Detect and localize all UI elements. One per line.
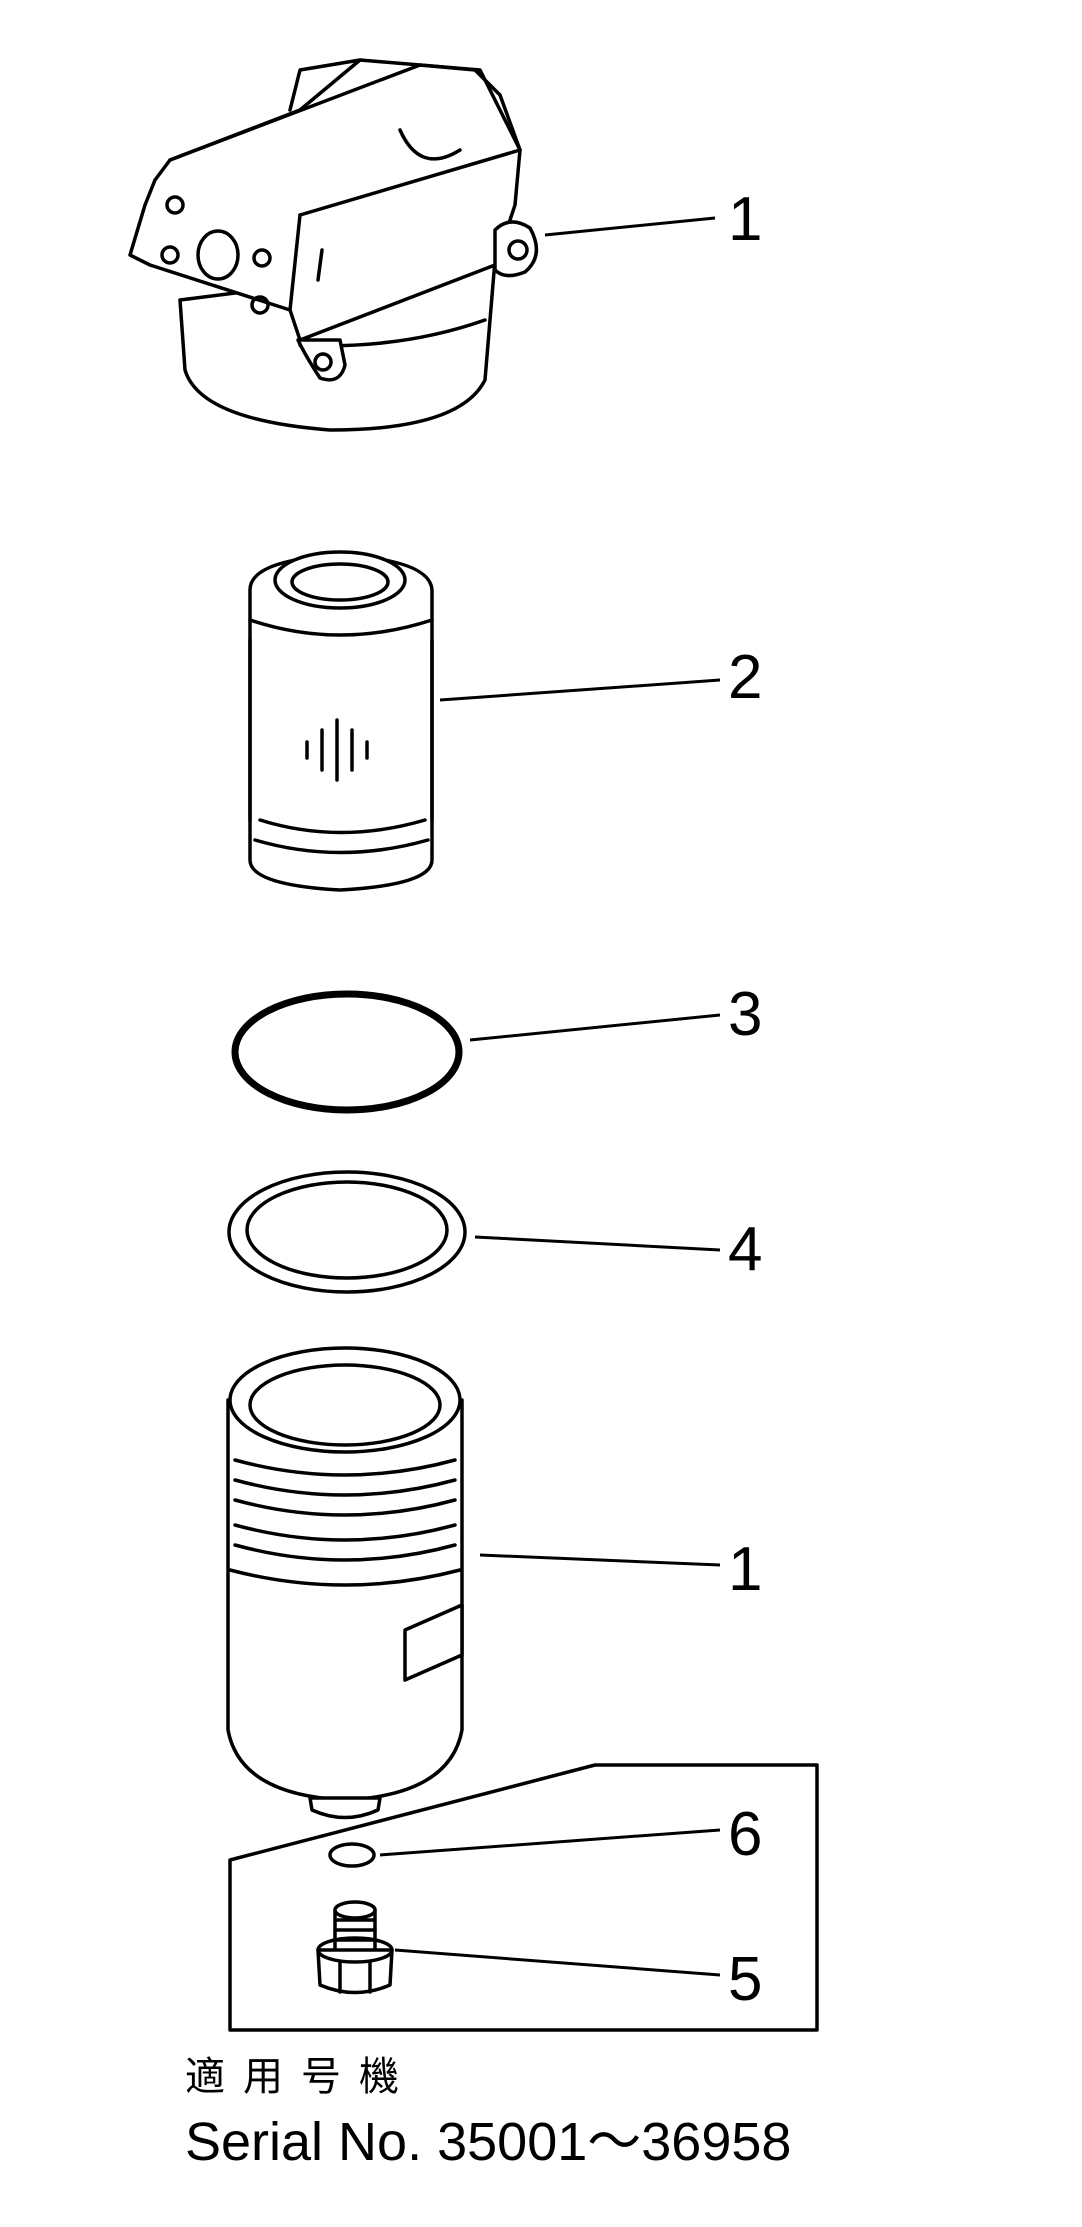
callout-1-top: 1 [728,185,762,254]
backup-ring-part [227,1170,467,1294]
callout-5: 5 [728,1945,762,2014]
filter-case-part [226,1346,464,1820]
callout-4-leader [474,1235,721,1252]
filter-head-part [128,58,539,432]
filter-element-part [248,550,434,892]
applicable-serial-label: 適用号機 [185,2055,417,2099]
callout-6: 6 [728,1800,762,1869]
o-ring-part [231,990,463,1114]
callout-5-leader [394,1948,721,1977]
callout-3: 3 [728,980,762,1049]
callout-2-leader [439,678,721,702]
callout-6-leader [379,1828,721,1857]
serial-number-range: Serial No. 35001～36958 [185,2112,791,2172]
callout-3-leader [469,1013,721,1042]
callout-1-bottom: 1 [728,1535,762,1604]
callout-1-bottom-leader [479,1553,721,1567]
drain-detail-panel [228,1763,819,2032]
callout-2: 2 [728,643,762,712]
callout-1-top-leader [544,216,716,237]
callout-4: 4 [728,1215,762,1284]
